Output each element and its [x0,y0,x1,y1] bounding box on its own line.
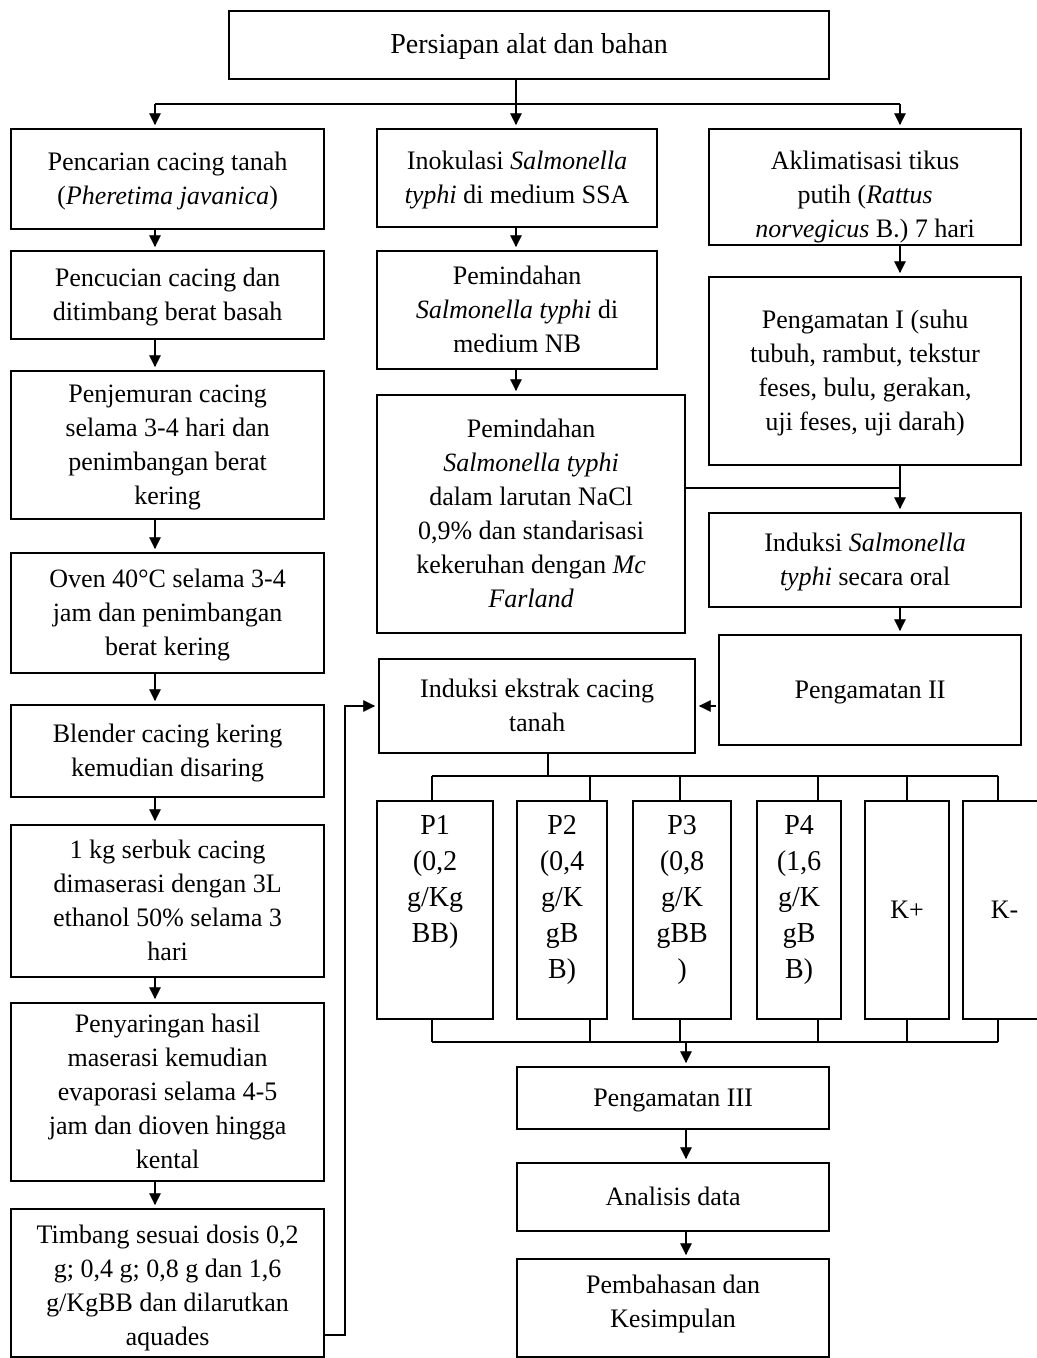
treatment-k-plus: K+ [864,800,950,1020]
right-step-4-text: Pengamatan II [794,675,946,704]
treatment-k-minus-text: K- [990,895,1019,924]
end-step-1-text: Pengamatan III [593,1083,753,1112]
treatment-k-minus: K- [962,800,1037,1020]
right-step-4: Pengamatan II [718,634,1022,746]
end-step-2-text: Analisis data [605,1182,741,1211]
start-box: Persiapan alat dan bahan [228,10,830,80]
left-step-1-text: Pencarian cacing tanah(Pheretima javanic… [47,147,288,210]
end-step-2: Analisis data [516,1162,830,1232]
end-step-1: Pengamatan III [516,1066,830,1130]
treatment-k-plus-text: K+ [890,895,924,924]
start-text: Persiapan alat dan bahan [390,29,668,60]
left-step-1: Pencarian cacing tanah(Pheretima javanic… [10,128,325,230]
